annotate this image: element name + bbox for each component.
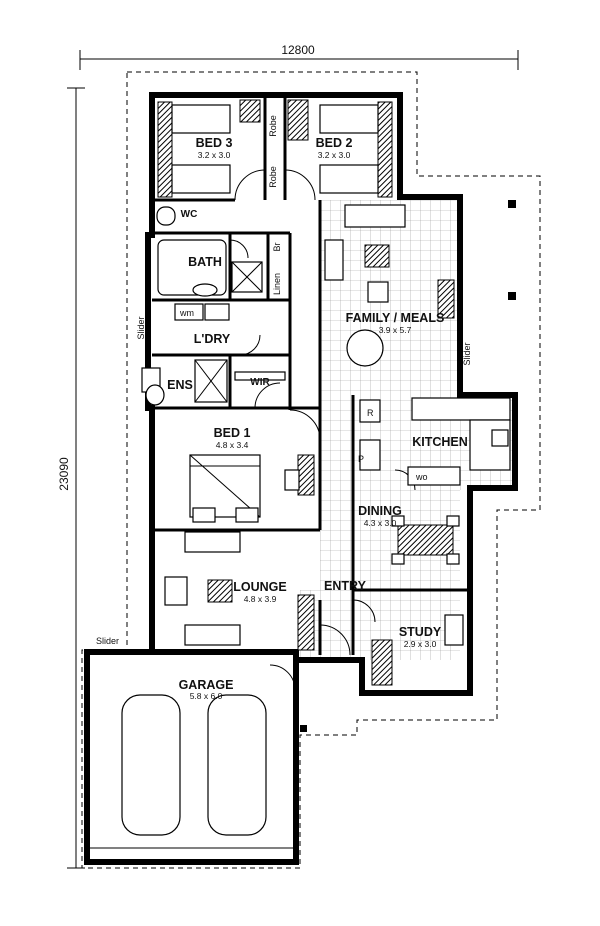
wir-shelf [234, 371, 286, 381]
room-family-size: 3.9 x 5.7 [379, 325, 412, 335]
ensuite-shower [194, 359, 228, 403]
bed2-furniture [287, 99, 393, 198]
bathtub [157, 239, 227, 296]
room-family-name: FAMILY / MEALS [346, 311, 445, 325]
robe-top-label: Robe [268, 115, 278, 137]
slider-family-label: Slider [462, 342, 472, 365]
broom-label: Br [272, 242, 282, 251]
room-entry-name: ENTRY [324, 579, 367, 593]
wall-oven-label: wo [415, 472, 428, 482]
room-bath-name: BATH [188, 255, 222, 269]
slider-ldry-label: Slider [136, 316, 146, 339]
fridge-label: R [367, 408, 374, 418]
room-garage-name: GARAGE [179, 678, 234, 692]
room-bed1-name: BED 1 [214, 426, 251, 440]
post-marker [508, 292, 516, 300]
exterior-walls [84, 92, 518, 865]
washing-machine [204, 303, 230, 321]
room-kitchen-name: KITCHEN [412, 435, 468, 449]
post-marker [300, 725, 307, 732]
bed3-furniture [157, 99, 261, 198]
width-dimension-text: 12800 [281, 43, 315, 57]
room-bed3-name: BED 3 [196, 136, 233, 150]
room-bed1-size: 4.8 x 3.4 [216, 440, 249, 450]
wc-toilet [156, 206, 176, 226]
study-furniture [371, 614, 464, 686]
room-ens-name: ENS [167, 378, 193, 392]
roof-outline [81, 71, 541, 869]
room-lounge-name: LOUNGE [233, 580, 286, 594]
bed1-furniture [189, 454, 315, 523]
room-wir-name: WIR [250, 377, 270, 388]
basin [192, 283, 218, 297]
post-marker [508, 200, 516, 208]
linen-label: Linen [272, 273, 282, 295]
room-bed2-size: 3.2 x 3.0 [318, 150, 351, 160]
room-study-size: 2.9 x 3.0 [404, 639, 437, 649]
dining-furniture [391, 515, 460, 565]
garage-cars [87, 694, 296, 849]
laundry-tub [174, 303, 204, 321]
depth-dimension: 23090 [57, 87, 85, 869]
room-bed2-name: BED 2 [316, 136, 353, 150]
lounge-furniture [164, 531, 315, 651]
width-dimension: 12800 [79, 43, 519, 70]
interior-walls [152, 95, 470, 655]
wm-label: wm [179, 308, 194, 318]
room-study-name: STUDY [399, 625, 442, 639]
depth-dimension-text: 23090 [57, 457, 71, 491]
family-furniture [324, 204, 455, 367]
slider-garage-label: Slider [96, 636, 119, 646]
room-dining-size: 4.3 x 3.0 [364, 518, 397, 528]
ensuite-toilet [145, 384, 165, 406]
robe-bottom-label: Robe [268, 166, 278, 188]
room-dining-name: DINING [358, 504, 402, 518]
room-lounge-size: 4.8 x 3.9 [244, 594, 277, 604]
room-ldry-name: L'DRY [194, 332, 231, 346]
pantry-label: P [358, 454, 364, 464]
room-wc-name: WC [181, 209, 198, 220]
kitchen-furniture [359, 397, 511, 486]
room-garage-size: 5.8 x 6.0 [190, 691, 223, 701]
room-bed3-size: 3.2 x 3.0 [198, 150, 231, 160]
shower [231, 261, 263, 293]
